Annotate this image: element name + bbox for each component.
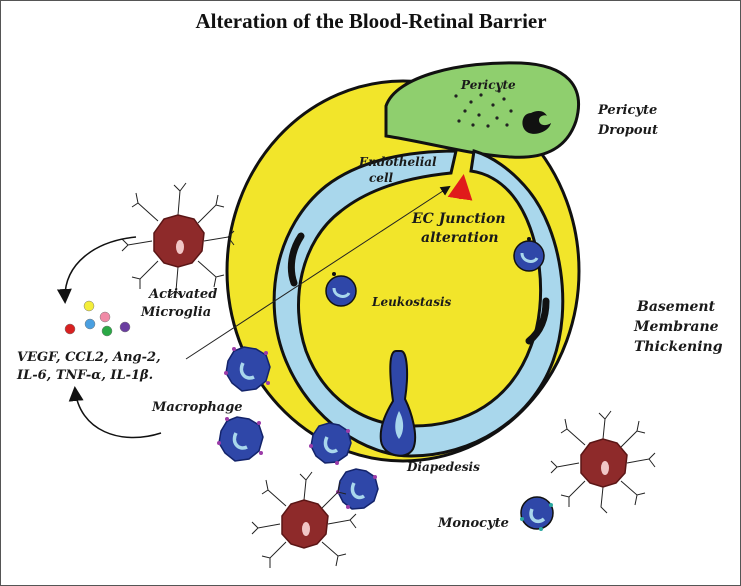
endothelial-nucleus-right (525, 297, 550, 345)
macrophage-to-cytokines-arrow (68, 386, 162, 439)
basement-membrane-label-line1: Basement (636, 299, 716, 315)
diapedesis-leukocyte (379, 350, 417, 457)
leukostasis-label: Leukostasis (371, 295, 452, 309)
pericyte-cell (384, 61, 581, 159)
monocyte-label: Monocyte (437, 516, 509, 531)
macrophage-label: Macrophage (151, 400, 243, 415)
basement-membrane-label-line3: Thickening (634, 339, 723, 355)
diagram-title: Alteration of the Blood-Retinal Barrier (195, 9, 546, 33)
ec-junction-label-line2: alteration (421, 230, 499, 246)
macrophage-cell-icon (217, 346, 379, 510)
diapedesis-nucleus (395, 411, 404, 439)
pericyte-label: Pericyte (460, 78, 516, 92)
diapedesis-label: Diapedesis (406, 460, 480, 474)
leukocyte-adherent-right (513, 237, 545, 272)
endothelial-cell (272, 149, 565, 458)
cytokine-to-junction-arrow (185, 185, 451, 360)
endothelial-nucleus-left (287, 232, 305, 287)
basement-membrane-label-line2: Membrane (633, 319, 719, 335)
activated-microglia-label-line2: Microglia (140, 305, 211, 320)
pericyte-granules (454, 89, 513, 128)
leukocyte-adherent-left (325, 272, 357, 307)
endothelial-label-line1: Endothelial (358, 155, 437, 169)
monocyte-cell-icon (520, 496, 554, 531)
cytokines-label-line2: IL-6, TNF-α, IL-1β. (16, 368, 153, 383)
pericyte-dropout-label-line2: Dropout (597, 123, 658, 138)
pericyte-dropout-label-line1: Pericyte (597, 103, 657, 118)
activated-microglia-label-line1: Activated (147, 287, 217, 302)
microglia-cell-icon (550, 410, 656, 514)
ec-junction-arrow (447, 174, 473, 201)
endothelial-label-line2: cell (369, 171, 394, 185)
cytokines-label-line1: VEGF, CCL2, Ang-2, (17, 350, 161, 365)
ec-junction-label-line1: EC Junction (411, 211, 506, 227)
microglia-cell-icon (251, 471, 357, 568)
pericyte-nucleus (522, 111, 551, 134)
microglia-cell-icon (121, 182, 235, 298)
microglia-to-cytokines-arrow (56, 236, 137, 304)
cytokine-dot-icon (64, 300, 131, 337)
